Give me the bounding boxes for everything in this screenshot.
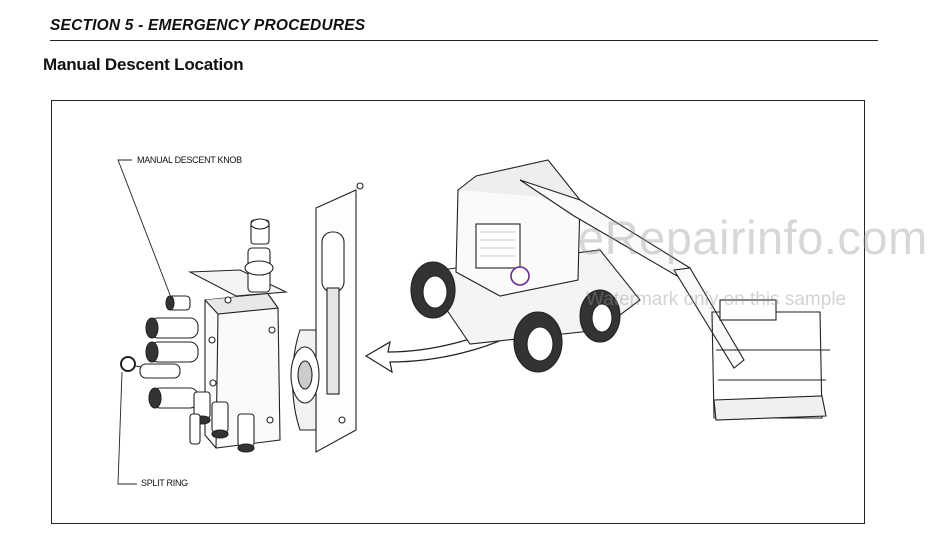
callout-split-ring: SPLIT RING (141, 478, 188, 488)
section-header: SECTION 5 - EMERGENCY PROCEDURES (50, 14, 878, 41)
watermark-notice: Watermark only on this sample (586, 289, 847, 310)
callout-manual-descent-knob: MANUAL DESCENT KNOB (137, 155, 242, 165)
mounting-bracket (290, 182, 364, 453)
section-title: SECTION 5 - EMERGENCY PROCEDURES (50, 17, 366, 34)
boom-lift-machine (410, 159, 830, 421)
watermark-site: eRepairinfo.com (578, 211, 928, 264)
callout-leaders (117, 159, 173, 485)
knob-leader-line (117, 159, 173, 301)
valve-block (120, 218, 289, 453)
split-ring-leader-line (117, 371, 137, 485)
page-heading: Manual Descent Location (43, 55, 244, 74)
